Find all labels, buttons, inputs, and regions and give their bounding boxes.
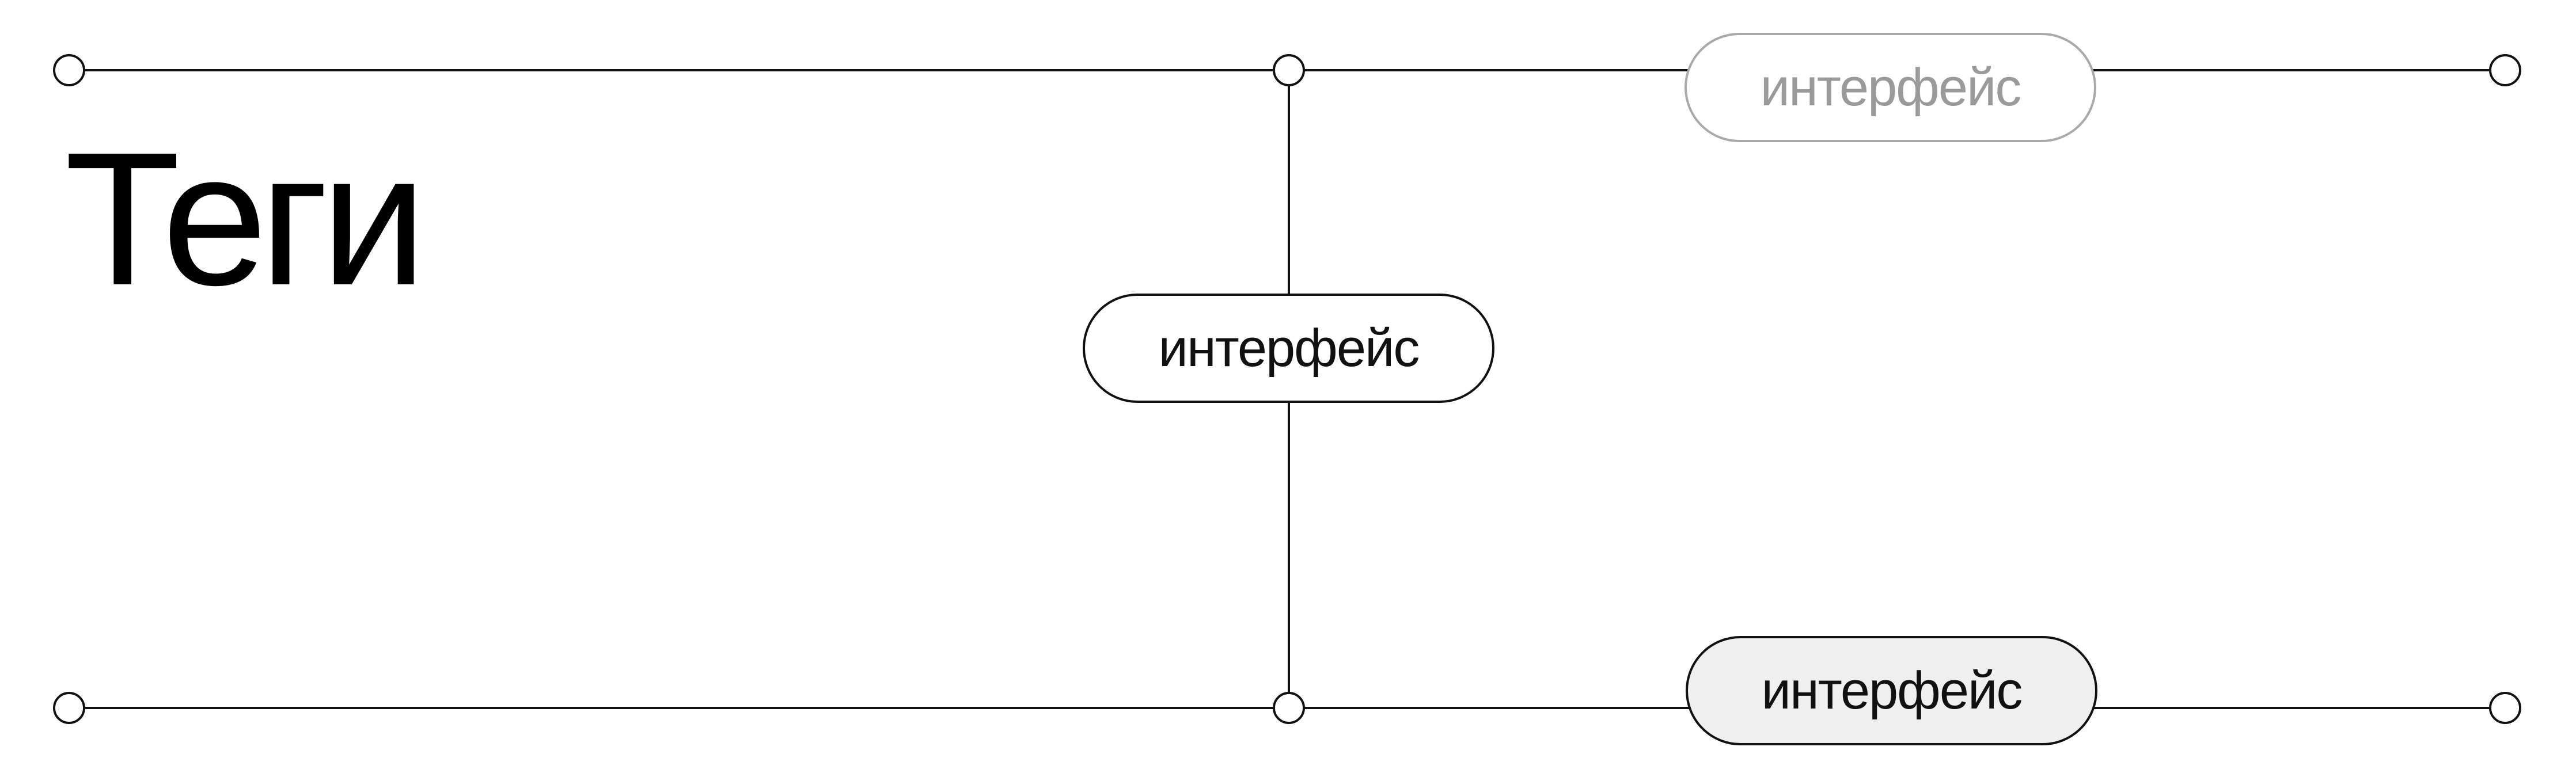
node-top-middle (1273, 54, 1305, 86)
tag-chip-disabled[interactable]: интерфейс (1685, 33, 2096, 142)
tag-chip-label: интерфейс (1158, 318, 1420, 378)
tag-chip-label: интерфейс (1761, 661, 2023, 720)
tag-chip-selected[interactable]: интерфейс (1686, 636, 2097, 745)
tag-chip-label: интерфейс (1760, 58, 2022, 117)
node-bottom-right (2489, 692, 2521, 724)
node-bottom-middle (1273, 692, 1305, 724)
node-top-right (2489, 54, 2521, 86)
node-bottom-left (53, 692, 85, 724)
page-title: Теги (65, 112, 427, 325)
tag-chip-default[interactable]: интерфейс (1083, 294, 1494, 403)
node-top-left (53, 54, 85, 86)
